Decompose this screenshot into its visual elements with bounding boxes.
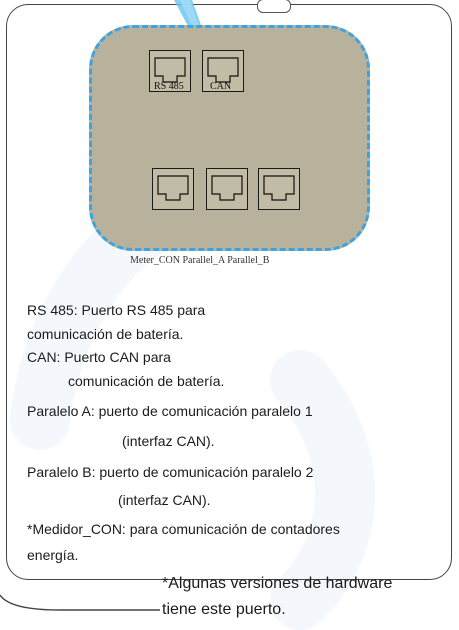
meter-con-description-line2: energía. <box>27 547 79 563</box>
can-description-line1: CAN: Puerto CAN para <box>27 349 171 365</box>
parallel-a-port <box>206 168 248 210</box>
meter-con-port <box>152 168 194 210</box>
rs485-description-line1: RS 485: Puerto RS 485 para <box>27 302 206 318</box>
bottom-outline <box>0 594 160 611</box>
parallel-b-port <box>258 168 300 210</box>
can-port <box>202 50 244 92</box>
rj45-icon <box>263 175 295 201</box>
rj45-icon <box>211 175 243 201</box>
rs485-port <box>149 50 191 92</box>
bottom-ports-caption: Meter_CON Parallel_A Parallel_B <box>130 255 270 266</box>
rj45-icon <box>207 57 239 83</box>
parallel-b-description-line1: Paralelo B: puerto de comunicación paral… <box>27 464 314 480</box>
hardware-note-line1: *Algunas versiones de hardware <box>162 575 393 592</box>
can-description-line2: comunicación de batería. <box>68 373 225 389</box>
rs485-port-label: RS 485 <box>154 81 184 92</box>
rj45-icon <box>157 175 189 201</box>
rj45-icon <box>154 57 186 83</box>
meter-con-description-line1: *Medidor_CON: para comunicación de conta… <box>27 521 340 537</box>
parallel-a-description-line2: (interfaz CAN). <box>122 433 215 449</box>
can-port-label: CAN <box>210 81 232 92</box>
hardware-note-line2: tiene este puerto. <box>162 601 286 618</box>
parallel-b-description-line2: (interfaz CAN). <box>118 492 211 508</box>
port-panel: RS 485 CAN <box>89 25 370 251</box>
top-tab <box>257 0 291 13</box>
parallel-a-description-line1: Paralelo A: puerto de comunicación paral… <box>27 403 313 419</box>
rs485-description-line2: comunicación de batería. <box>27 326 184 342</box>
device-outline <box>6 0 452 580</box>
